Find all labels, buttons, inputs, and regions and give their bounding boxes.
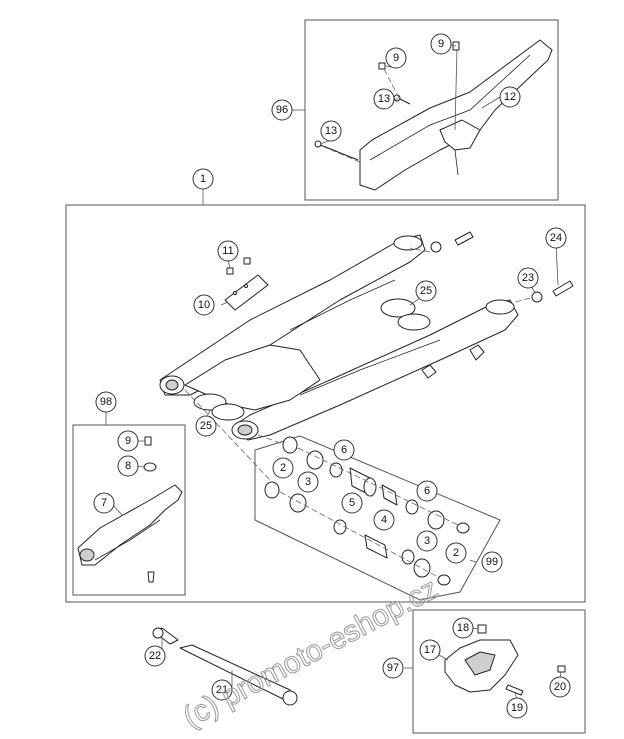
protector-ring-25-lower (193, 393, 245, 421)
callout-98: 98 (95, 391, 117, 413)
callout-96: 96 (271, 99, 293, 121)
swingarm-part (159, 234, 519, 441)
svg-text:24: 24 (550, 232, 562, 244)
svg-text:99: 99 (486, 556, 498, 568)
callout-2-lower: 2 (445, 542, 467, 564)
callout-6-lower: 6 (416, 480, 438, 502)
callout-13-lower: 13 (320, 120, 342, 142)
chain-slider-group-box-98 (72, 424, 186, 596)
svg-text:4: 4 (381, 514, 387, 526)
svg-text:3: 3 (305, 476, 311, 488)
callout-11: 11 (217, 240, 239, 262)
chain-slider-part-7 (77, 484, 183, 566)
callout-8: 8 (117, 455, 139, 477)
svg-text:19: 19 (511, 702, 523, 714)
callout-9-top: 9 (430, 33, 452, 55)
callout-20: 20 (549, 676, 571, 698)
callout-25-upper: 25 (415, 280, 437, 302)
screw-part-slider-bottom (147, 571, 155, 583)
screw-part-9-slider (144, 436, 152, 446)
callout-1: 1 (192, 168, 214, 190)
chain-slide-part-10 (224, 274, 269, 311)
chain-guide-part-17 (444, 639, 519, 693)
pin-part-24 (552, 280, 574, 297)
callout-9-upper: 9 (385, 47, 407, 69)
bearing-kit-parts (264, 436, 470, 586)
svg-text:6: 6 (424, 485, 430, 497)
svg-text:3: 3 (424, 535, 430, 547)
svg-text:1: 1 (200, 173, 206, 185)
callout-4: 4 (373, 509, 395, 531)
bolt-part-18 (477, 624, 487, 634)
nut-part-23 (531, 291, 543, 303)
svg-text:9: 9 (125, 435, 131, 447)
svg-text:2: 2 (280, 462, 286, 474)
protector-ring-25-upper (380, 298, 431, 331)
callout-22: 22 (144, 645, 166, 667)
callout-9-slider: 9 (117, 430, 139, 452)
callout-21: 21 (211, 679, 233, 701)
svg-text:18: 18 (457, 622, 469, 634)
callout-19: 19 (506, 697, 528, 719)
screw-part-9-upper (378, 62, 386, 70)
svg-text:8: 8 (125, 460, 131, 472)
svg-text:10: 10 (198, 299, 210, 311)
svg-text:11: 11 (222, 245, 233, 257)
callout-6-upper: 6 (333, 439, 355, 461)
svg-text:25: 25 (200, 420, 212, 432)
nut-part-8 (143, 462, 157, 472)
screw-part-13-upper (393, 94, 411, 105)
svg-text:97: 97 (387, 662, 399, 674)
callout-17: 17 (419, 639, 441, 661)
watermark-text: (c) promoto-eshop.cz (178, 572, 444, 734)
screw-part-19 (505, 684, 524, 696)
callout-99: 99 (481, 551, 503, 573)
callout-3-upper: 3 (297, 471, 319, 493)
callout-12: 12 (499, 86, 521, 108)
callout-3-lower: 3 (416, 530, 438, 552)
svg-text:23: 23 (522, 272, 534, 284)
screw-part-11 (243, 257, 251, 265)
callout-24: 24 (545, 227, 567, 249)
svg-text:13: 13 (325, 125, 337, 137)
svg-text:12: 12 (504, 91, 516, 103)
bearing-kit-group-box-99 (254, 435, 501, 601)
screw-part-9-slide (226, 267, 234, 275)
svg-text:7: 7 (101, 497, 107, 509)
swingarm-main-box-1 (65, 204, 586, 603)
svg-text:6: 6 (341, 444, 347, 456)
swingarm-axle-part-21 (179, 644, 298, 706)
svg-text:21: 21 (216, 684, 228, 696)
svg-text:9: 9 (393, 52, 399, 64)
svg-text:2: 2 (453, 547, 459, 559)
callout-7: 7 (93, 492, 115, 514)
callout-10: 10 (193, 294, 215, 316)
svg-text:25: 25 (420, 285, 432, 297)
svg-text:5: 5 (349, 497, 355, 509)
svg-text:9: 9 (438, 38, 444, 50)
svg-text:17: 17 (424, 644, 436, 656)
callout-25-lower: 25 (195, 415, 217, 437)
chain-guide-bottom-box-97 (412, 609, 586, 734)
callout-97: 97 (382, 657, 404, 679)
callout-13-upper: 13 (373, 88, 395, 110)
callout-5: 5 (341, 492, 363, 514)
svg-text:20: 20 (554, 681, 566, 693)
nut-part-20 (557, 665, 566, 673)
svg-text:13: 13 (378, 93, 390, 105)
axle-nut-part-22 (152, 627, 179, 645)
callout-2-upper: 2 (272, 457, 294, 479)
callout-18: 18 (452, 617, 474, 639)
callout-23: 23 (517, 267, 539, 289)
chain-guard-part (359, 39, 553, 191)
svg-text:96: 96 (276, 104, 288, 116)
pin-part-upper (430, 231, 474, 253)
svg-text:98: 98 (100, 396, 112, 408)
svg-text:22: 22 (149, 650, 161, 662)
